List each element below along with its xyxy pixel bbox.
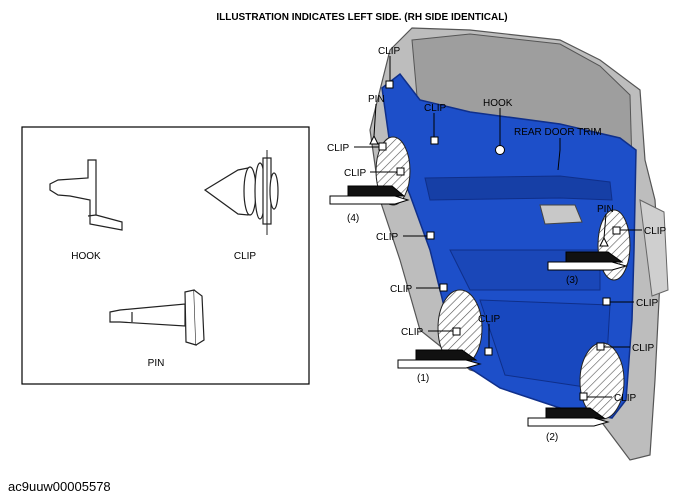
header-title: ILLUSTRATION INDICATES LEFT SIDE. (RH SI… [216, 12, 507, 23]
hatched-zones [375, 136, 631, 420]
clip-marker-top [385, 80, 394, 89]
callout-step-3: (3) [566, 275, 578, 286]
callout-clip-left-1: CLIP [327, 143, 350, 154]
callout-rear-door-trim: REAR DOOR TRIM [514, 127, 602, 138]
hook-marker [495, 145, 505, 155]
arrow-4 [329, 185, 410, 205]
clip-marker-lower-1 [452, 327, 461, 336]
door-handle [539, 204, 583, 225]
legend-clip-label: CLIP [234, 251, 257, 262]
pin-marker-left [369, 134, 379, 145]
callout-clip-top: CLIP [378, 46, 401, 57]
image-code: ac9uuw00005578 [8, 479, 111, 494]
callout-hook: HOOK [483, 98, 513, 109]
callout-labels: CLIP PIN CLIP HOOK REAR DOOR TRIM CLIP C… [327, 46, 667, 443]
clip-marker-right-4 [579, 392, 588, 401]
trim-armrest [424, 175, 613, 201]
callout-clip-right-3: CLIP [632, 343, 655, 354]
callout-clip-lower-1: CLIP [401, 327, 424, 338]
clip-marker-right-1 [612, 226, 621, 235]
fastener-markers [369, 80, 621, 401]
callout-clip-right-1: CLIP [644, 226, 667, 237]
arrow-3 [547, 251, 628, 271]
clip-marker-left-1 [378, 142, 387, 151]
callout-pin-right: PIN [597, 204, 614, 215]
clip-marker-left-2 [396, 167, 405, 176]
callout-clip-right-4: CLIP [614, 393, 637, 404]
pin-marker-right [599, 236, 609, 247]
removal-arrows [329, 185, 628, 427]
clip-marker-lower-2 [484, 347, 493, 356]
arrow-2 [527, 407, 610, 427]
clip-marker-right-2 [602, 297, 611, 306]
fastener-legend: HOOK CLIP PIN [21, 126, 310, 385]
callout-clip-left-2: CLIP [344, 168, 367, 179]
legend-pin-label: PIN [148, 358, 165, 369]
callout-step-1: (1) [417, 373, 429, 384]
pin-illustration [109, 289, 205, 346]
clip-marker-right-3 [596, 342, 605, 351]
callout-step-4: (4) [347, 213, 359, 224]
clip-marker-left-4 [439, 283, 448, 292]
clip-marker-upper-mid [430, 136, 439, 145]
door-hinge-edge [639, 199, 669, 297]
rear-door-trim-panel [381, 72, 637, 419]
callout-step-2: (2) [546, 432, 558, 443]
callout-clip-left-3: CLIP [376, 232, 399, 243]
clip-illustration [203, 150, 279, 235]
callout-clip-right-2: CLIP [636, 298, 659, 309]
trim-pocket [449, 249, 601, 291]
callout-clip-upper-mid: CLIP [424, 103, 447, 114]
callout-clip-lower-2: CLIP [478, 314, 501, 325]
hook-illustration [49, 159, 123, 231]
arrow-1 [397, 349, 482, 369]
legend-hook-label: HOOK [71, 251, 101, 262]
callout-pin-left: PIN [368, 94, 385, 105]
callout-clip-left-4: CLIP [390, 284, 413, 295]
leader-lines [354, 56, 642, 398]
clip-marker-left-3 [426, 231, 435, 240]
